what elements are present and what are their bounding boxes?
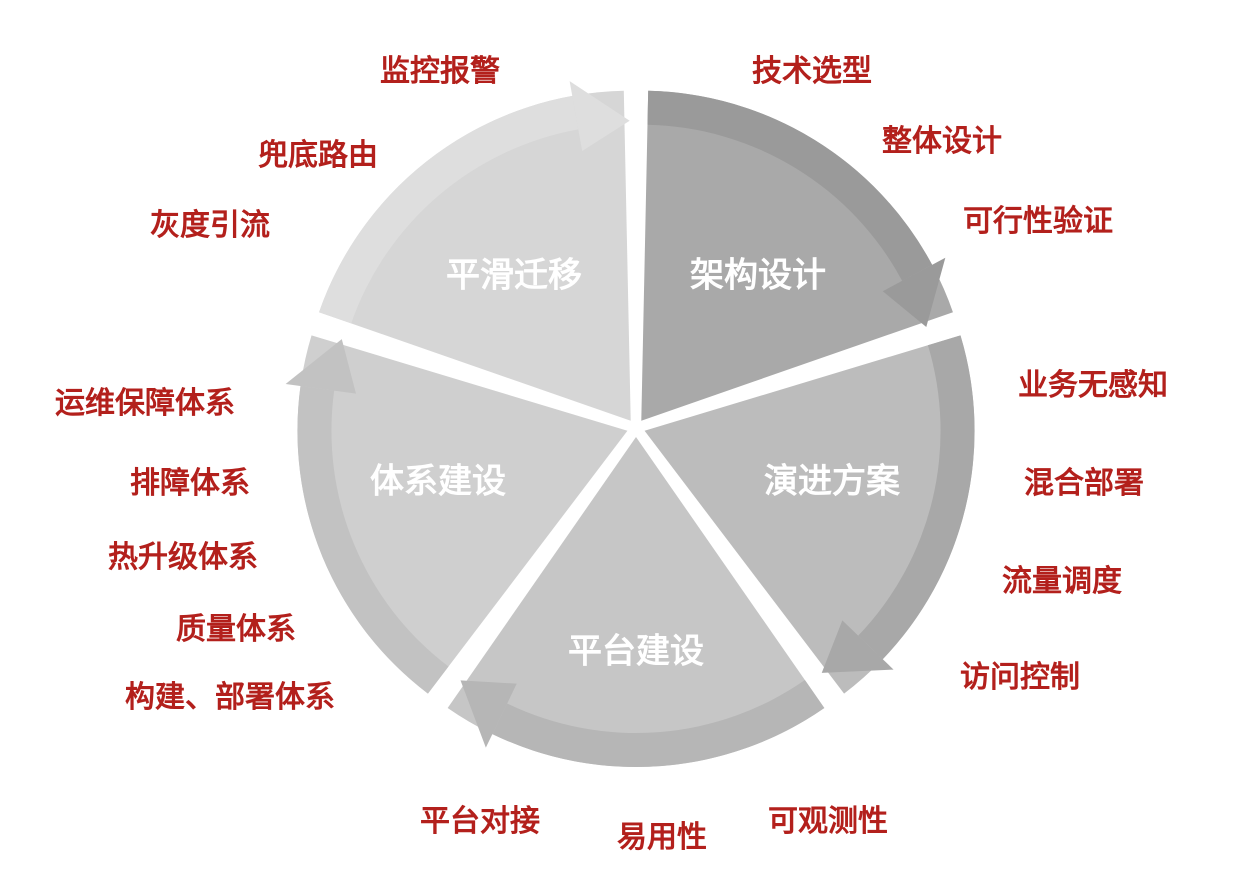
item-label: 混合部署 xyxy=(1024,466,1144,501)
item-label: 流量调度 xyxy=(1002,564,1122,599)
segment-label-evolution: 演进方案 xyxy=(764,461,900,502)
item-label: 排障体系 xyxy=(130,466,250,501)
item-label: 运维保障体系 xyxy=(55,386,235,421)
segment-wedge-platform xyxy=(447,437,825,767)
segment-wedge-architecture xyxy=(641,90,953,421)
segment-wedge-migration xyxy=(319,90,631,421)
arrow-band-platform xyxy=(492,680,825,768)
item-label: 整体设计 xyxy=(882,124,1002,159)
arrow-band-migration xyxy=(319,95,579,324)
arrow-band-system xyxy=(297,385,449,694)
item-label: 业务无感知 xyxy=(1018,368,1168,403)
item-label: 兜底路由 xyxy=(258,138,378,173)
arrowhead-icon xyxy=(569,81,630,152)
item-label: 可行性验证 xyxy=(963,204,1113,239)
item-label: 灰度引流 xyxy=(150,208,270,243)
arrow-band-evolution xyxy=(858,335,975,660)
item-label: 监控报警 xyxy=(380,54,500,89)
arrowhead-icon xyxy=(460,680,517,748)
item-label: 访问控制 xyxy=(960,660,1080,695)
arrowhead-icon xyxy=(821,620,894,673)
segment-label-migration: 平滑迁移 xyxy=(446,255,582,296)
item-label: 构建、部署体系 xyxy=(125,680,335,715)
segment-label-architecture: 架构设计 xyxy=(690,255,826,296)
item-label: 技术选型 xyxy=(752,54,872,89)
item-label: 可观测性 xyxy=(768,804,888,839)
arrowhead-icon xyxy=(882,257,946,328)
item-label: 热升级体系 xyxy=(108,540,258,575)
item-label: 平台对接 xyxy=(420,804,540,839)
segment-label-system: 体系建设 xyxy=(370,461,506,502)
item-label: 易用性 xyxy=(617,820,707,855)
arrowhead-icon xyxy=(285,339,356,394)
segment-label-platform: 平台建设 xyxy=(568,631,704,672)
arrow-band-architecture xyxy=(647,90,933,281)
item-label: 质量体系 xyxy=(176,612,296,647)
